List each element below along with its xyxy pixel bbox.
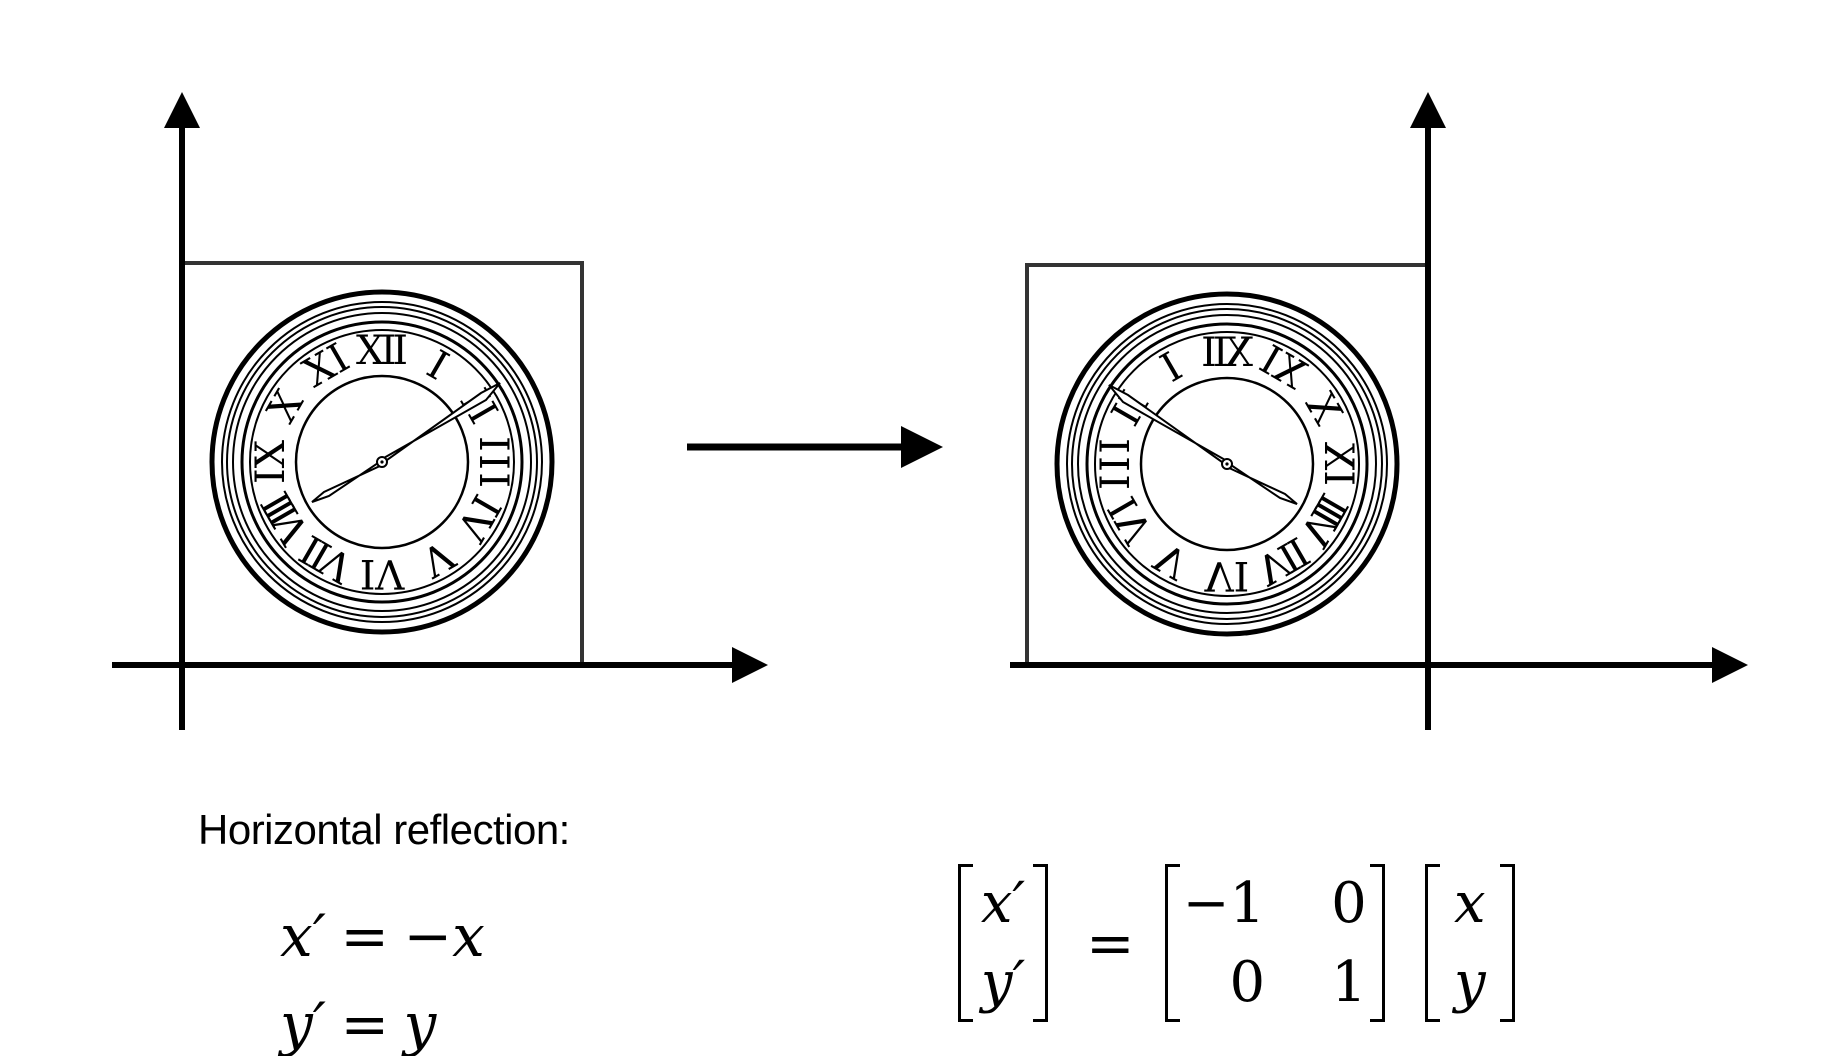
eq1-rhs: −x	[403, 902, 485, 970]
output-y: y′	[980, 949, 1026, 1015]
eq2-rhs: y	[403, 990, 437, 1056]
eq2-lhs: y′	[280, 990, 326, 1056]
input-x: x	[1454, 870, 1486, 936]
equation-y: y′=y	[280, 990, 436, 1056]
matrix-equals: =	[1086, 909, 1135, 977]
matrix-equation: x′ y′ = −1 0 0 1 x y	[958, 858, 1515, 1028]
original-panel	[112, 92, 768, 730]
input-vector: x y	[1424, 864, 1515, 1022]
reflected-panel	[1010, 92, 1748, 730]
caption-horizontal-reflection: Horizontal reflection:	[198, 806, 570, 853]
matrix-a21: 0	[1229, 949, 1266, 1015]
eq2-op: =	[340, 990, 390, 1056]
reflection-matrix: −1 0 0 1	[1164, 864, 1386, 1022]
original-clock	[212, 292, 552, 632]
matrix-a12: 0	[1331, 870, 1367, 936]
matrix-a11: −1	[1182, 870, 1266, 936]
input-y: y	[1453, 949, 1486, 1015]
output-vector: x′ y′	[958, 864, 1048, 1022]
eq1-op: =	[340, 902, 389, 970]
reflected-clock	[1057, 294, 1397, 634]
equation-x: x′=−x	[280, 902, 485, 970]
matrix-a22: 1	[1331, 949, 1367, 1015]
output-x: x′	[980, 870, 1026, 936]
eq1-lhs: x′	[280, 902, 326, 970]
